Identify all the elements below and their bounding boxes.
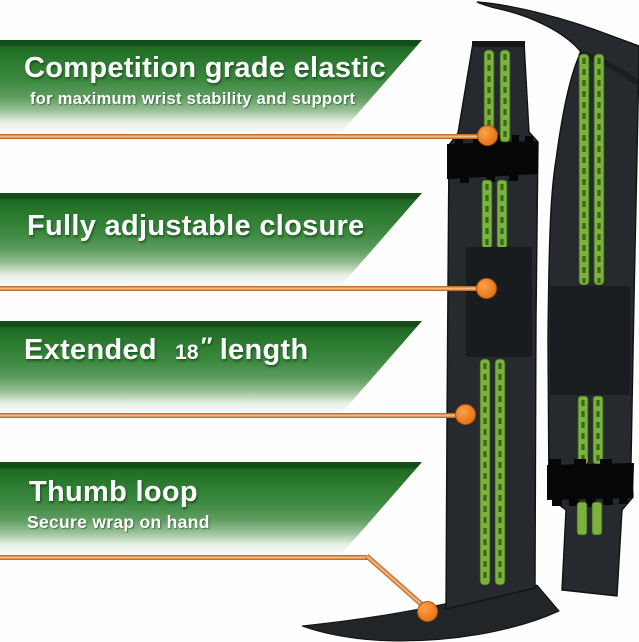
velcro-band-left bbox=[447, 135, 538, 183]
closure-patch-right bbox=[550, 286, 630, 395]
callout-dot-thumb-loop bbox=[417, 601, 438, 622]
callout-dot-length bbox=[455, 404, 476, 425]
elastic-stripes-left-mid bbox=[481, 179, 508, 249]
feature-banner-elastic: Competition grade elastic for maximum wr… bbox=[0, 40, 422, 136]
callout-line-closure bbox=[0, 286, 482, 291]
callout-dot-elastic bbox=[477, 125, 498, 146]
elastic-stripes-left-lower bbox=[479, 358, 506, 586]
banner-subtitle: Secure wrap on hand bbox=[27, 512, 210, 532]
banner-subtitle: for maximum wrist stability and support bbox=[30, 90, 356, 108]
length-title-prefix: Extended bbox=[24, 334, 157, 366]
inch-mark: ″ bbox=[200, 333, 213, 360]
length-title-suffix: length bbox=[219, 334, 309, 366]
feature-banner-length: Extended 18″length bbox=[0, 321, 422, 417]
wrap-left-top-hem bbox=[472, 41, 525, 47]
callout-dot-closure bbox=[476, 278, 497, 299]
elastic-stripes-left-top bbox=[483, 49, 511, 143]
banner-title: Fully adjustable closure bbox=[27, 210, 365, 242]
callout-line-elastic bbox=[0, 134, 483, 139]
banner-title: Competition grade elastic bbox=[24, 52, 387, 84]
wrist-wrap-right bbox=[476, 1, 639, 597]
wrist-wrap-left bbox=[301, 41, 560, 642]
closure-patch-left bbox=[466, 247, 532, 357]
elastic-stripes-right-lower bbox=[576, 501, 603, 536]
callout-line-thumb-loop bbox=[0, 555, 369, 560]
elastic-stripes-right-mid bbox=[577, 395, 604, 465]
feature-banner-thumb-loop: Thumb loop Secure wrap on hand bbox=[0, 462, 422, 558]
length-value: 18 bbox=[174, 341, 199, 364]
stripe-dashes bbox=[483, 363, 502, 581]
callout-line-length bbox=[0, 413, 461, 418]
stripe-dashes bbox=[582, 58, 601, 283]
velcro-band-right bbox=[547, 459, 634, 507]
banner-title: Extended 18″length bbox=[24, 333, 309, 367]
banner-title: Thumb loop bbox=[29, 476, 198, 508]
feature-banner-closure: Fully adjustable closure bbox=[0, 193, 422, 289]
